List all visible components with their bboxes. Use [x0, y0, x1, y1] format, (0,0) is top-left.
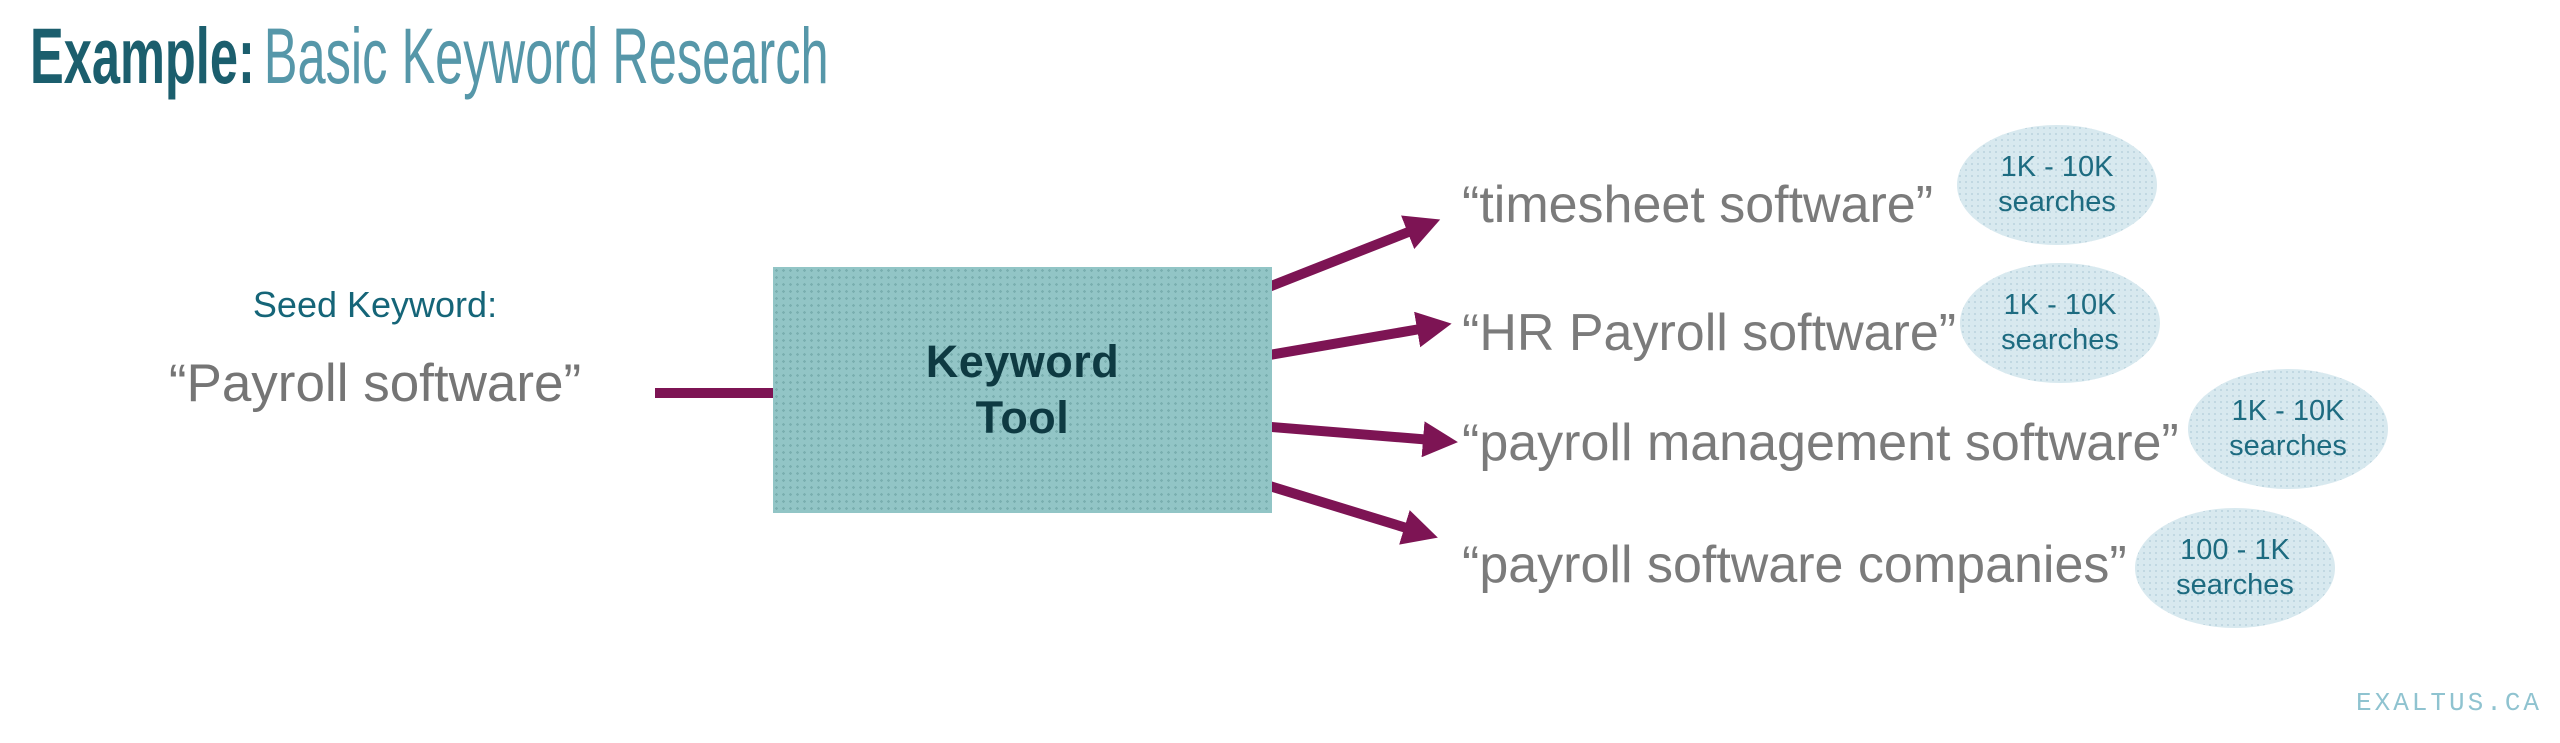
search-volume-badge-3: 1K - 10K searches: [2188, 369, 2388, 489]
badge-volume: 100 - 1K: [2180, 534, 2290, 566]
keyword-tool-box: Keyword Tool: [773, 267, 1272, 513]
badge-volume: 1K - 10K: [2000, 151, 2114, 183]
badge-unit: searches: [2176, 569, 2294, 601]
watermark-text: EXALTUS.CA: [2356, 688, 2543, 718]
badge-volume: 1K - 10K: [2231, 395, 2345, 427]
result-keyword-2: “HR Payroll software”: [1462, 304, 1957, 362]
result-keyword-1: “timesheet software”: [1462, 176, 1934, 234]
result-keyword-4: “payroll software companies”: [1462, 536, 2127, 594]
seed-keyword-label: Seed Keyword:: [252, 284, 498, 325]
badge-unit: searches: [2229, 430, 2347, 462]
badge-unit: searches: [2001, 324, 2119, 356]
seed-keyword-block: Seed Keyword: “Payroll software”: [130, 283, 620, 419]
search-volume-badge-1: 1K - 10K searches: [1957, 125, 2157, 245]
result-keyword-3: “payroll management software”: [1462, 414, 2179, 472]
seed-keyword-value: “Payroll software”: [168, 354, 582, 413]
search-volume-badge-2: 1K - 10K searches: [1960, 263, 2160, 383]
page-title: Example:Basic Keyword Research: [30, 12, 829, 100]
page-title-rest: Basic Keyword Research: [263, 11, 829, 100]
badge-unit: searches: [1998, 186, 2116, 218]
badge-volume: 1K - 10K: [2003, 289, 2117, 321]
keyword-tool-label-line2: Tool: [975, 392, 1070, 443]
keyword-tool-label-line1: Keyword: [925, 336, 1120, 387]
page-title-prefix: Example:: [30, 11, 255, 100]
keyword-tool-label: Keyword Tool: [926, 334, 1120, 446]
search-volume-badge-4: 100 - 1K searches: [2135, 508, 2335, 628]
